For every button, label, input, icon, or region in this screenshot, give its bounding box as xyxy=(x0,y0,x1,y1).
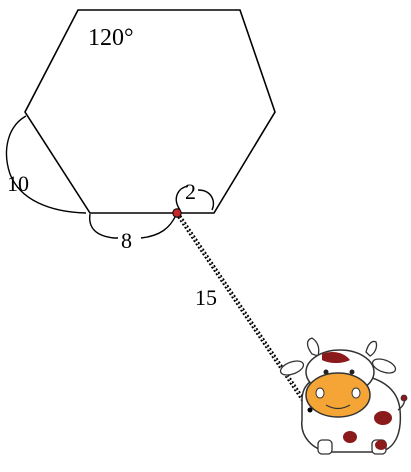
rope xyxy=(175,211,312,412)
angle-label: 120° xyxy=(88,25,134,51)
rope-label: 15 xyxy=(195,285,217,310)
cow-icon xyxy=(279,337,408,455)
bottom-segment-brace-right xyxy=(140,214,177,239)
left-side-label: 10 xyxy=(7,171,29,196)
gap-brace xyxy=(175,185,189,211)
gap-label: 2 xyxy=(185,179,196,204)
gap-brace-right xyxy=(197,189,215,211)
left-side-brace xyxy=(5,115,87,214)
rope-tie xyxy=(307,407,313,413)
post-dot-icon xyxy=(172,208,182,218)
hexagon-barn xyxy=(24,9,276,214)
rope-core xyxy=(176,212,311,411)
bottom-segment-brace xyxy=(89,213,118,239)
bottom-segment-label: 8 xyxy=(121,228,132,253)
